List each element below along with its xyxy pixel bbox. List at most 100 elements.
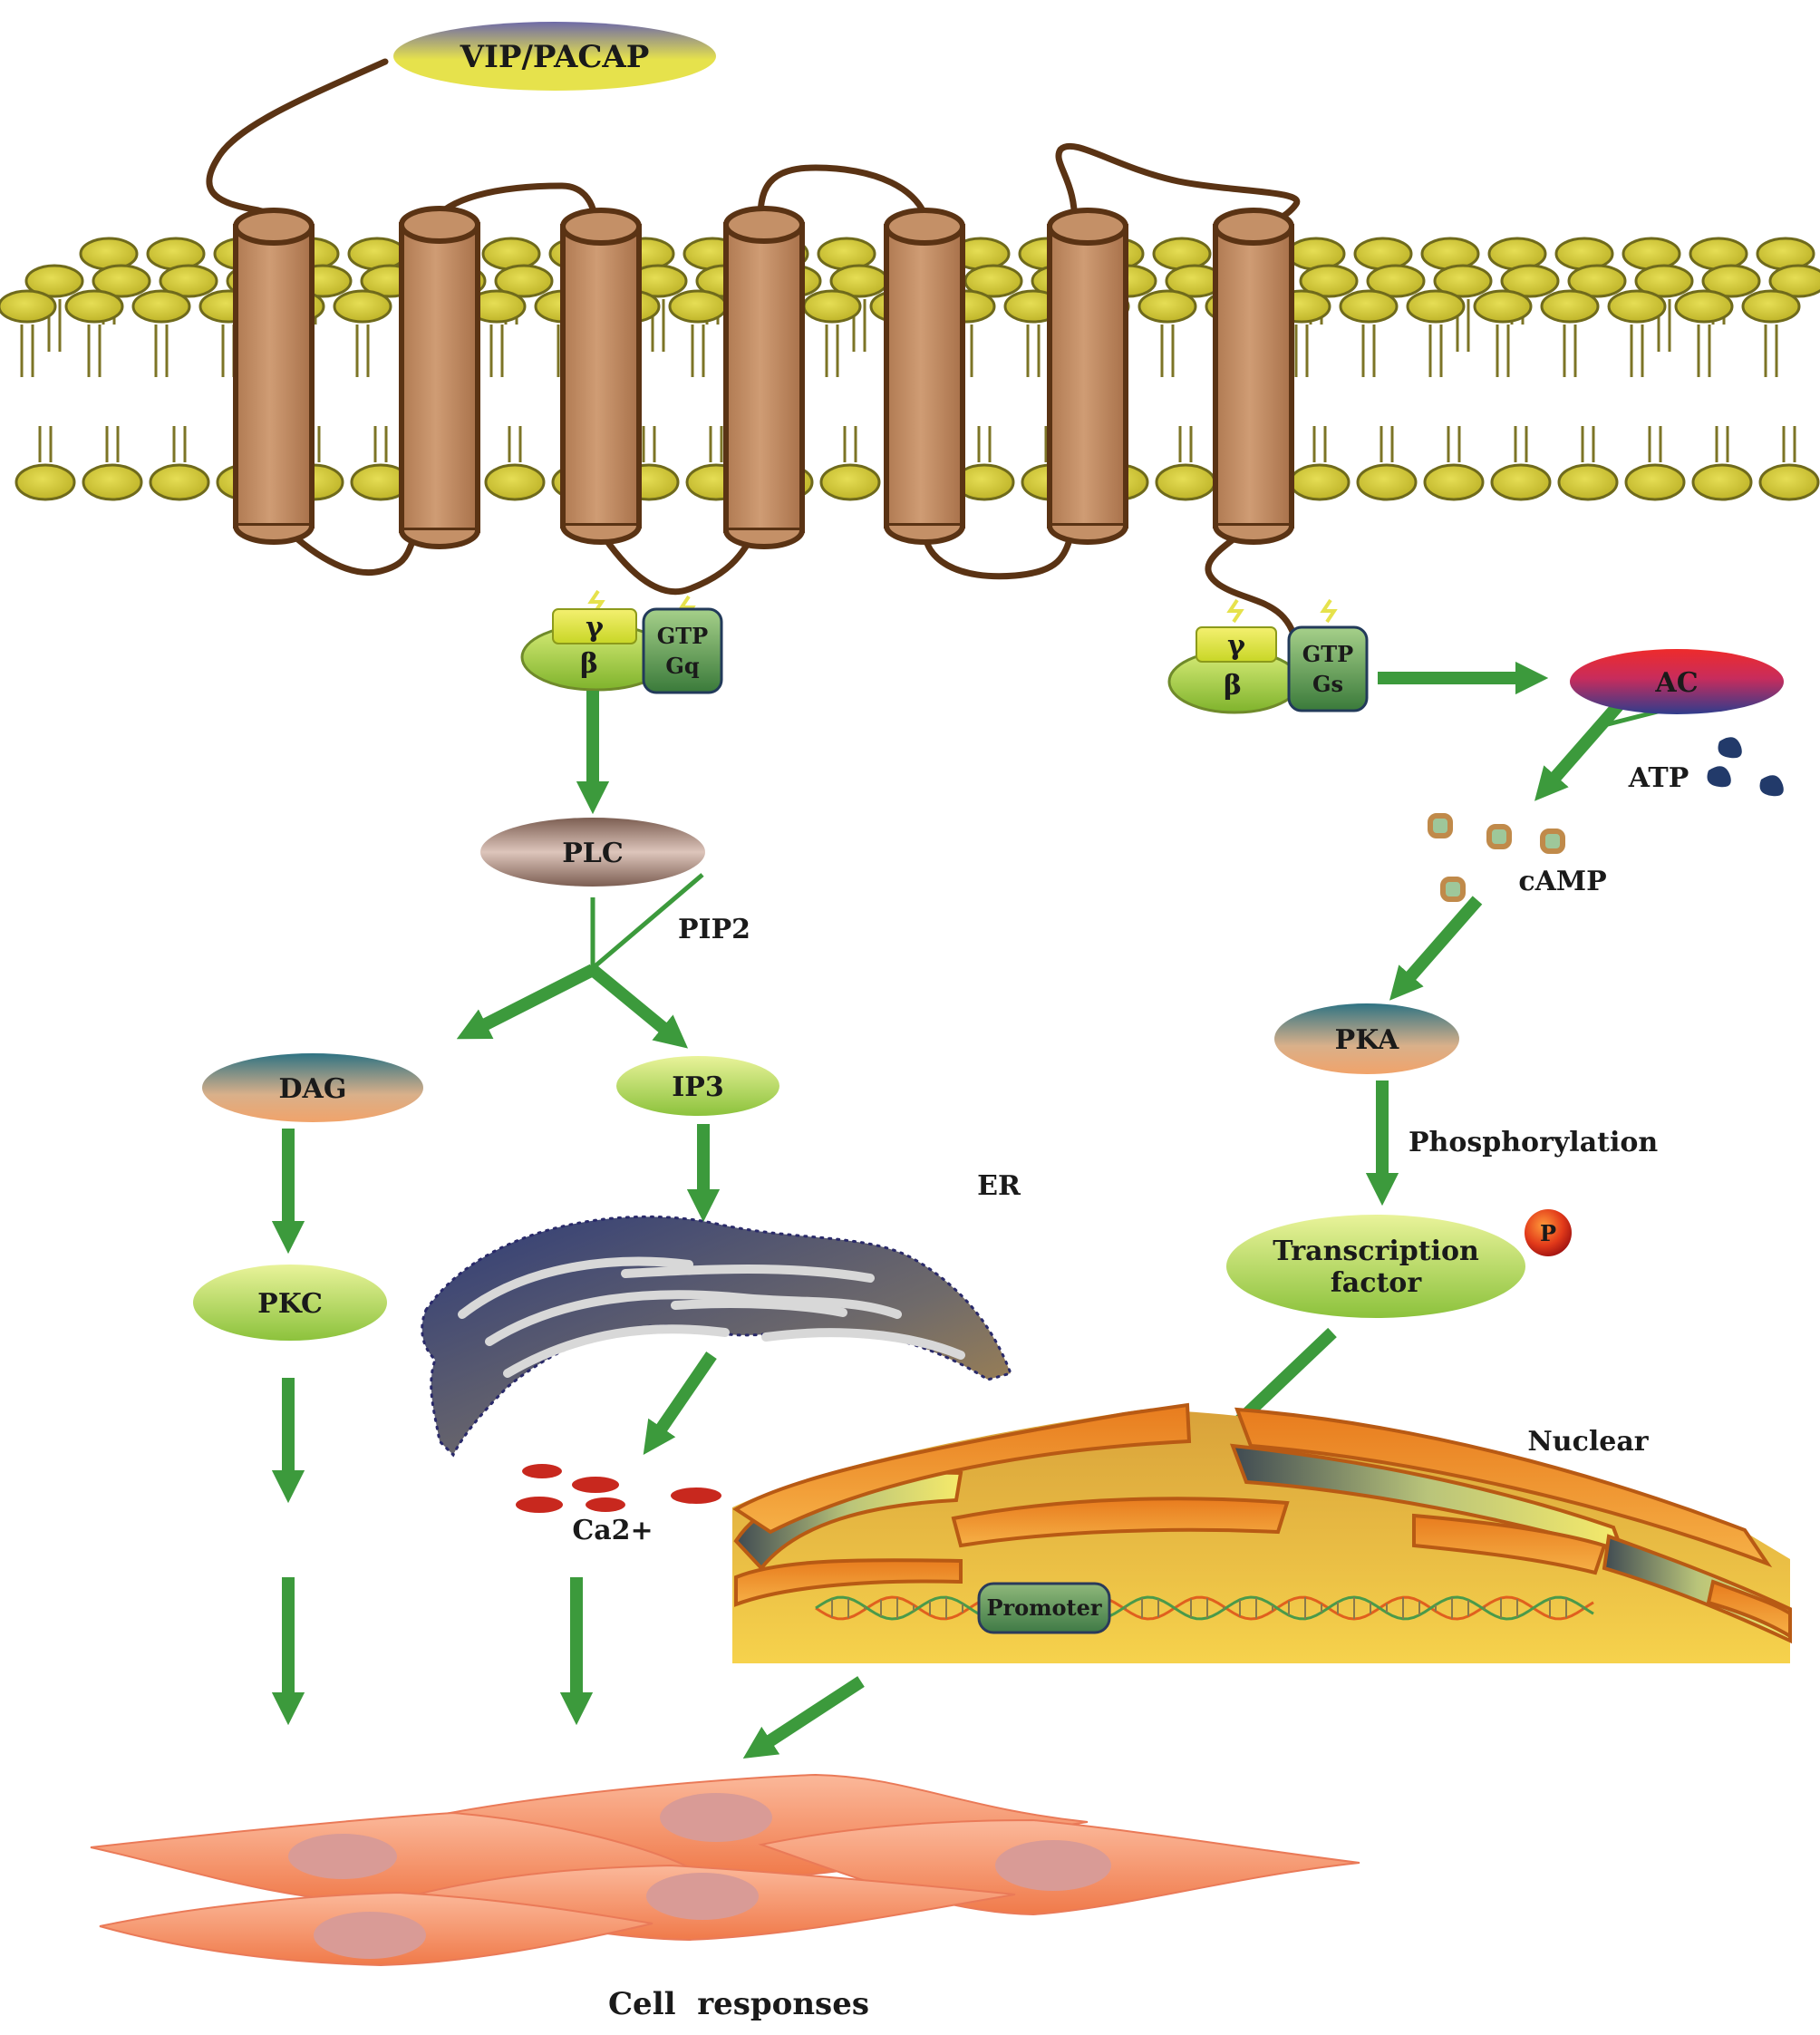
lipid-head [64, 289, 124, 324]
node-ac: AC [1570, 649, 1784, 714]
svg-text:P: P [1540, 1220, 1556, 1246]
svg-text:IP3: IP3 [672, 1071, 723, 1103]
receptor-transmembrane-helices [233, 206, 1294, 549]
arrow-er-to-calcium [643, 1352, 717, 1456]
lipid-head [79, 237, 139, 271]
lipid-head [1353, 237, 1413, 271]
lipid-head [1567, 264, 1627, 298]
calcium-ions [516, 1464, 721, 1513]
lipid-head [1557, 463, 1619, 501]
lipid-head [24, 264, 84, 298]
transmembrane-helix [399, 206, 480, 549]
phosphate-badge: P [1525, 1209, 1572, 1256]
pathway-arrows [271, 661, 1628, 1759]
lipid-head [802, 289, 862, 324]
transmembrane-helix [1213, 208, 1294, 545]
lipid-head [1490, 463, 1552, 501]
label-pip2: PIP2 [678, 914, 750, 945]
endoplasmic-reticulum: ER [421, 1170, 1021, 1458]
lipid-head [1691, 463, 1753, 501]
svg-text:Gs: Gs [1312, 671, 1343, 697]
node-pka: PKA [1274, 1003, 1459, 1074]
nucleus: Promoter Nuclear [732, 1402, 1792, 1663]
transmembrane-helix [233, 208, 315, 545]
lipid-head [1624, 463, 1686, 501]
svg-text:Transcription: Transcription [1273, 1236, 1479, 1267]
label-cell-responses: Cell responses [608, 1986, 869, 2022]
lipid-head [1289, 463, 1350, 501]
lipid-head [0, 289, 57, 324]
promoter-box [977, 1582, 1111, 1634]
lipid-head [1756, 237, 1815, 271]
lipid-head [1500, 264, 1560, 298]
lipid-head [146, 237, 206, 271]
arrow-to-ip3 [588, 964, 689, 1049]
transmembrane-helix [560, 208, 642, 545]
svg-text:VIP/PACAP: VIP/PACAP [460, 39, 650, 75]
node-plc: PLC [480, 818, 705, 887]
lipid-head [1299, 264, 1359, 298]
lipid-head [1607, 289, 1667, 324]
lipid-head [82, 463, 143, 501]
svg-text:DAG: DAG [279, 1073, 347, 1105]
lipid-head [1366, 264, 1426, 298]
lipid-head [1487, 237, 1547, 271]
label-calcium: Ca2+ [572, 1515, 653, 1546]
transmembrane-helix [884, 208, 965, 545]
lipid-head [1138, 289, 1197, 324]
lipid-head [1634, 264, 1694, 298]
cell [99, 1891, 653, 1967]
node-pkc: PKC [193, 1265, 387, 1341]
ligand-vip-pacap: VIP/PACAP [393, 22, 716, 91]
lipid-head [481, 237, 541, 271]
node-transcription-factor: Transcription factor [1226, 1215, 1525, 1318]
lipid-head [1406, 289, 1466, 324]
lipid-head [1540, 289, 1600, 324]
lipid-head [15, 463, 76, 501]
transmembrane-helix [1047, 208, 1128, 545]
lipid-head [1689, 237, 1748, 271]
lipid-head [1741, 289, 1801, 324]
label-phosphorylation: Phosphorylation [1409, 1127, 1658, 1158]
lipid-head [1768, 264, 1820, 298]
svg-text:GTP: GTP [1302, 641, 1353, 667]
arrow-camp-to-pka [1389, 896, 1483, 1001]
lipid-head [819, 463, 881, 501]
svg-text:γ: γ [586, 612, 604, 644]
svg-text:PKA: PKA [1335, 1024, 1399, 1056]
responding-cells [90, 1773, 1360, 1967]
svg-text:PLC: PLC [562, 838, 624, 869]
label-nuclear: Nuclear [1527, 1426, 1649, 1458]
gs-protein-complex: γ β GTP Gs [1167, 598, 1369, 714]
svg-text:Gq: Gq [665, 653, 699, 679]
svg-text:β: β [580, 648, 598, 680]
label-atp: ATP [1628, 762, 1689, 794]
arrow-nucleus-to-cells [742, 1676, 865, 1759]
lipid-head [131, 289, 191, 324]
arrow-ac-to-camp [1534, 696, 1628, 801]
label-camp: cAMP [1518, 866, 1606, 897]
lipid-head [1622, 237, 1681, 271]
lipid-head [149, 463, 210, 501]
lipid-head [1420, 237, 1480, 271]
node-dag: DAG [202, 1053, 423, 1122]
svg-text:AC: AC [1654, 667, 1698, 699]
label-er: ER [977, 1170, 1021, 1202]
arrow-to-dag [456, 964, 596, 1040]
svg-text:factor: factor [1331, 1267, 1422, 1299]
lipid-head [484, 463, 546, 501]
svg-text:PKC: PKC [257, 1288, 323, 1320]
lipid-head [333, 289, 392, 324]
atp-molecules [1707, 737, 1784, 797]
lipid-head [1473, 289, 1533, 324]
lipid-head [1339, 289, 1399, 324]
lipid-head [159, 264, 218, 298]
camp-molecules [1428, 813, 1565, 902]
svg-text:GTP: GTP [657, 623, 708, 649]
lipid-head [1433, 264, 1493, 298]
svg-text:γ: γ [1227, 630, 1245, 662]
lipid-head [1554, 237, 1614, 271]
svg-text:Promoter: Promoter [986, 1594, 1101, 1621]
svg-text:β: β [1224, 670, 1242, 702]
